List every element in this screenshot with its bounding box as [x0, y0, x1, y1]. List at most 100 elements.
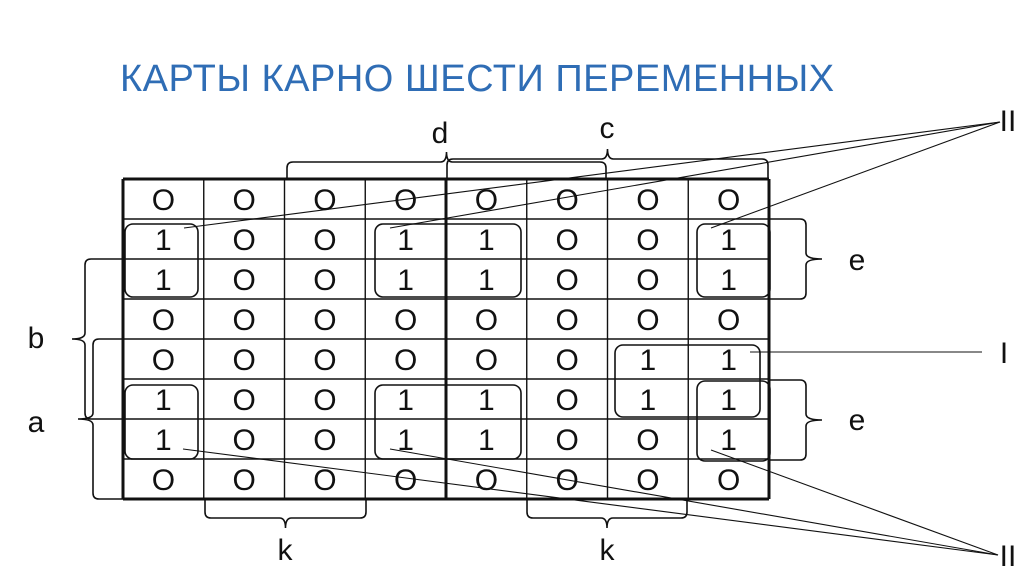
kmap-cell: O — [475, 464, 498, 497]
kmap-cell: O — [555, 424, 578, 457]
kmap-cell: O — [555, 184, 578, 217]
kmap-cell: O — [313, 224, 336, 257]
kmap-cell: O — [394, 184, 417, 217]
leader-line — [182, 448, 999, 556]
label-d: d — [432, 117, 449, 150]
kmap-cell: O — [232, 304, 255, 337]
kmap-cell: O — [394, 344, 417, 377]
leader-line — [183, 121, 1001, 229]
label-c: c — [600, 112, 615, 145]
kmap-cell: O — [475, 304, 498, 337]
kmap-cell: 1 — [397, 424, 414, 457]
kmap-cell: O — [475, 184, 498, 217]
kmap-cell: 1 — [155, 224, 172, 257]
kmap-cell: 1 — [478, 264, 495, 297]
kmap-cell: O — [555, 264, 578, 297]
kmap-cell: 1 — [720, 264, 737, 297]
leader-line — [710, 449, 999, 556]
kmap-cell: O — [313, 344, 336, 377]
kmap-cell: O — [394, 304, 417, 337]
brace — [526, 499, 688, 529]
kmap-cell: 1 — [155, 424, 172, 457]
label-k-left: k — [278, 534, 294, 567]
braces — [71, 148, 823, 529]
implicant-group — [696, 223, 771, 298]
kmap-cell: O — [313, 184, 336, 217]
kmap-cell: O — [555, 224, 578, 257]
kmap-cell: O — [152, 344, 175, 377]
kmap-cell: O — [232, 344, 255, 377]
label-e-top: e — [849, 244, 866, 277]
label-b: b — [28, 322, 45, 355]
kmap-cell: O — [555, 304, 578, 337]
implicant-group — [124, 384, 199, 460]
kmap-cell: O — [717, 184, 740, 217]
label-e-bottom: e — [849, 404, 866, 437]
kmap-cell: 1 — [720, 344, 737, 377]
leader-lines — [182, 121, 1001, 556]
kmap-cell: O — [152, 304, 175, 337]
leader-line — [389, 448, 999, 556]
kmap-cell: 1 — [155, 264, 172, 297]
kmap-cell: O — [313, 424, 336, 457]
kmap-cell: O — [232, 384, 255, 417]
kmap-cell: O — [313, 304, 336, 337]
label-II-bottom: II — [1000, 540, 1017, 573]
kmap-cell: O — [636, 184, 659, 217]
kmap-cell: O — [636, 264, 659, 297]
kmap-cell: O — [555, 464, 578, 497]
slide-title: КАРТЫ КАРНО ШЕСТИ ПЕРЕМЕННЫХ — [120, 58, 835, 100]
kmap-cell: 1 — [155, 384, 172, 417]
brace — [770, 379, 823, 461]
kmap-cell: 1 — [397, 384, 414, 417]
kmap-cell: O — [313, 264, 336, 297]
kmap-cell: O — [475, 344, 498, 377]
label-a: a — [28, 406, 45, 439]
kmap-cell: 1 — [397, 224, 414, 257]
kmap-cell: O — [313, 384, 336, 417]
kmap-cell: 1 — [478, 384, 495, 417]
leader-line — [710, 121, 1001, 229]
kmap-groups — [124, 223, 771, 462]
kmap-cell: O — [152, 464, 175, 497]
kmap-cell: O — [636, 424, 659, 457]
label-I: I — [1000, 337, 1008, 370]
implicant-group — [374, 223, 522, 298]
implicant-group — [124, 223, 199, 298]
label-II-top: II — [1000, 105, 1017, 138]
brace — [71, 258, 123, 420]
kmap-cell: O — [717, 464, 740, 497]
kmap-cell: O — [152, 184, 175, 217]
kmap-cell: O — [313, 464, 336, 497]
brace — [286, 151, 607, 179]
kmap-cell: 1 — [640, 344, 657, 377]
leader-line — [389, 121, 1001, 229]
kmap-cell: O — [232, 424, 255, 457]
kmap-cell: O — [636, 304, 659, 337]
kmap-cell: O — [636, 224, 659, 257]
kmap-cell: O — [394, 464, 417, 497]
implicant-group — [614, 344, 761, 418]
kmap-cell: 1 — [478, 224, 495, 257]
kmap-cell: 1 — [640, 384, 657, 417]
brace — [770, 218, 823, 300]
kmap-cell: 1 — [720, 384, 737, 417]
kmap-cell: O — [555, 344, 578, 377]
kmap-cell: 1 — [720, 224, 737, 257]
kmap-cell: O — [636, 464, 659, 497]
kmap-cell: O — [232, 264, 255, 297]
brace — [446, 148, 769, 179]
label-k-right: k — [600, 534, 616, 567]
kmap-cell: 1 — [478, 424, 495, 457]
kmap-cell: O — [717, 304, 740, 337]
kmap-cell: O — [555, 384, 578, 417]
implicant-group — [696, 380, 771, 462]
brace — [204, 499, 367, 529]
brace — [77, 338, 123, 500]
kmap-cell: O — [232, 184, 255, 217]
kmap-cell: O — [232, 464, 255, 497]
kmap-cell: 1 — [720, 424, 737, 457]
kmap-cell: 1 — [397, 264, 414, 297]
kmap-cell: O — [232, 224, 255, 257]
